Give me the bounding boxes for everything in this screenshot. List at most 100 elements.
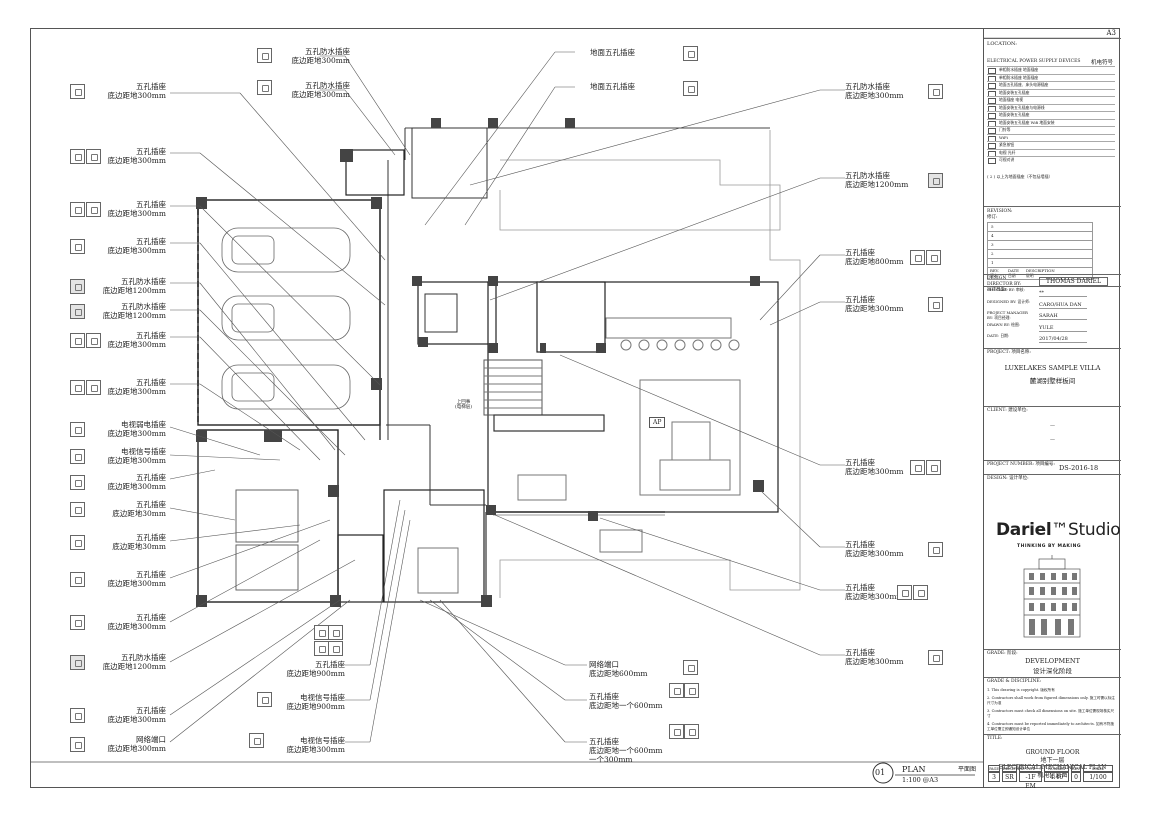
annotation-left-16: 五孔防水插座底边距地1200mm bbox=[90, 653, 166, 671]
credit-value: 2017/04/28 bbox=[1039, 336, 1087, 343]
annotation-line: 五孔插座 bbox=[845, 295, 875, 304]
revision-label-cn: 修订: bbox=[987, 214, 998, 220]
credit-label: CHECKED BY: 审核: bbox=[987, 287, 1025, 292]
socket-icon bbox=[70, 475, 85, 490]
revision-header-en: DATE bbox=[1008, 268, 1019, 273]
credit-value: ** bbox=[1039, 290, 1087, 297]
legend-item: 地面插座 电视 bbox=[987, 96, 1115, 104]
socket-icon bbox=[926, 250, 941, 265]
annotation-left-13: 五孔插座底边距地30mm bbox=[90, 533, 166, 551]
socket-icon bbox=[669, 683, 684, 698]
socket-icon bbox=[257, 48, 272, 63]
socket-icon bbox=[70, 422, 85, 437]
sheet-size: A3 bbox=[1106, 29, 1116, 37]
project-number-label: PROJECT NUMBER: 项目编号: bbox=[987, 462, 1055, 467]
legend-item: 地面安装五孔插座 bbox=[987, 88, 1115, 96]
annotation-line: 底边距地300mm bbox=[845, 467, 904, 476]
note-item: 4. Contractors must be reported immediat… bbox=[987, 722, 1114, 731]
credit-label: DRAWN BY: 绘图: bbox=[987, 321, 1021, 327]
annotation-line: 底边距地30mm bbox=[112, 542, 166, 551]
revision-label: REVISION:修订: bbox=[987, 209, 1013, 220]
annotation-line: 底边距地300mm bbox=[845, 91, 904, 100]
annotation-top-2: 五孔防水插座底边距地300mm bbox=[270, 81, 350, 99]
annotation-left-3: 五孔插座底边距地300mm bbox=[90, 200, 166, 218]
credit-label: PROJECT MANAGER BY: 项目经理: bbox=[987, 310, 1028, 320]
legend-symbol-icon bbox=[988, 135, 996, 141]
socket-icon bbox=[70, 149, 85, 164]
legend-item: 紧急按钮 bbox=[987, 141, 1115, 149]
socket-icon bbox=[669, 724, 684, 739]
revision-row: 2 bbox=[987, 249, 1093, 258]
annotation-top-1: 五孔防水插座底边距地300mm bbox=[270, 47, 350, 65]
title-section: TITLE: GROUND FLOOR 地下一层 ELECTRICAL/MECH… bbox=[984, 734, 1121, 789]
project-section: PROJECT: 项目名称: LUXELAKES SAMPLE VILLA 麓湖… bbox=[984, 348, 1121, 400]
annotation-line: 底边距地1200mm bbox=[102, 311, 166, 320]
annotation-line: 底边距地300mm bbox=[845, 657, 904, 666]
annotation-line: 五孔插座 bbox=[589, 692, 619, 701]
plan-number: 01 bbox=[875, 768, 886, 777]
socket-icon bbox=[910, 250, 925, 265]
annotation-line: 底边距地300mm bbox=[107, 622, 166, 631]
legend-item-label: 地面安装五孔插座 bbox=[999, 112, 1030, 117]
building-illustration bbox=[1023, 555, 1081, 638]
plan-label: PLAN bbox=[902, 765, 926, 774]
stair-note-line1: 上回事 bbox=[456, 400, 471, 405]
revision-header-cell: REV.版本 bbox=[990, 268, 999, 278]
annotation-line: 五孔插座 bbox=[136, 706, 166, 715]
notes-label: GRADE & DISCIPLINE: bbox=[987, 679, 1042, 684]
legend-item-label: 可视对讲 bbox=[999, 157, 1015, 162]
annotation-line: 底边距地300mm bbox=[845, 304, 904, 313]
annotation-line: 底边距地300mm bbox=[107, 482, 166, 491]
revision-number: 1 bbox=[991, 260, 994, 265]
legend-symbol-icon bbox=[988, 150, 996, 156]
socket-icon bbox=[70, 239, 85, 254]
annotation-line: 五孔插座 bbox=[136, 331, 166, 340]
legend-symbol-icon bbox=[988, 83, 996, 89]
revision-row: 1 bbox=[987, 258, 1093, 267]
annotation-line: 电视弱电插座 bbox=[121, 420, 166, 429]
socket-icon bbox=[70, 279, 85, 294]
credit-value: CARO/HUA DAN bbox=[1039, 302, 1087, 309]
annotation-right-6: 五孔插座底边距地300mm bbox=[845, 540, 904, 558]
legend-symbol-icon bbox=[988, 113, 996, 119]
note-item: 2. Contractors shall work from figured d… bbox=[987, 696, 1115, 705]
revision-header-cn: 版本 bbox=[990, 273, 998, 278]
annotation-left-14: 五孔插座底边距地300mm bbox=[90, 570, 166, 588]
annotation-bottom-4: 网络端口底边距地600mm bbox=[589, 660, 648, 678]
notes-section: GRADE & DISCIPLINE: 1. This drawing is c… bbox=[984, 677, 1121, 734]
footer-header: DISCIPLINE bbox=[1002, 765, 1025, 772]
credit-value: SARAH bbox=[1039, 313, 1087, 320]
socket-icon bbox=[683, 81, 698, 96]
socket-icon bbox=[70, 449, 85, 464]
footer-value: 1/100 bbox=[1083, 772, 1113, 782]
credits-section: CHECKED BY: 审核:**DESIGNED BY: 设计师:CARO/H… bbox=[984, 286, 1121, 346]
annotation-line: 五孔插座 bbox=[136, 237, 166, 246]
annotation-right-7: 五孔插座底边距地300mm bbox=[845, 583, 904, 601]
socket-icon bbox=[249, 733, 264, 748]
annotation-line: 五孔插座 bbox=[845, 648, 875, 657]
annotation-line: 五孔插座 bbox=[136, 82, 166, 91]
footer-header: REV. bbox=[1071, 765, 1081, 772]
legend-item-label: 电视 光纤 bbox=[999, 149, 1016, 155]
socket-icon bbox=[913, 585, 928, 600]
revision-row: 3 bbox=[987, 240, 1093, 249]
annotation-line: 底边距地900mm bbox=[286, 669, 345, 678]
legend-note-section: ( 2 ) 以上为地面插座（不包括墙插） bbox=[984, 168, 1121, 208]
project-name: LUXELAKES SAMPLE VILLA bbox=[1004, 364, 1101, 372]
annotation-line: 底边距地300mm bbox=[107, 387, 166, 396]
drawing-title-2: ELECTRICAL/MECHANICAL PLAN bbox=[998, 764, 1107, 771]
annotation-line: 电视信号插座 bbox=[121, 447, 166, 456]
annotation-line: 五孔防水插座 bbox=[305, 81, 350, 90]
grade-section: GRADE: 阶段: DEVELOPMENT 设计深化阶段 bbox=[984, 649, 1121, 677]
annotation-line: 五孔插座 bbox=[136, 570, 166, 579]
annotation-line: 电视信号插座 bbox=[300, 693, 345, 702]
annotation-left-6: 五孔防水插座底边距地1200mm bbox=[90, 302, 166, 320]
studio-logo-rest: ™Studio bbox=[1051, 520, 1121, 540]
socket-icon bbox=[70, 502, 85, 517]
legend-title-cn: 机电符号 bbox=[1090, 60, 1113, 66]
legend-symbol-icon bbox=[988, 120, 996, 126]
socket-icon bbox=[684, 683, 699, 698]
